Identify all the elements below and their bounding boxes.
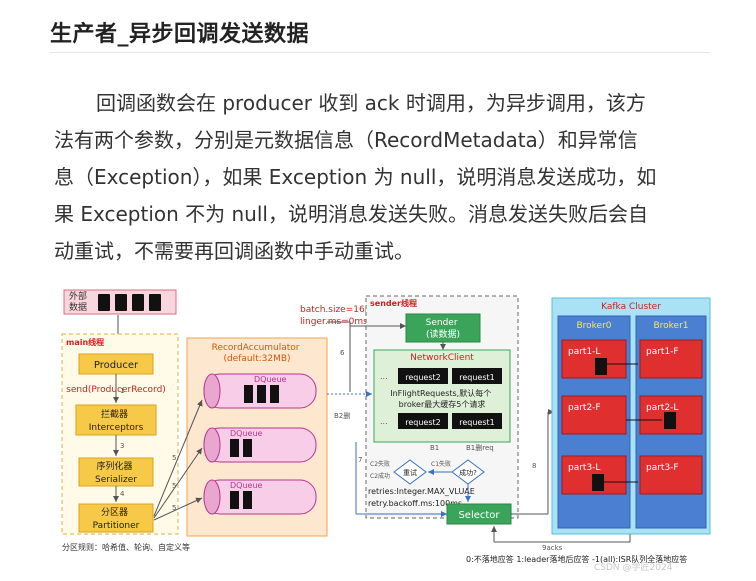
request2-label: request2 <box>405 418 441 427</box>
ellipsis-label: ... <box>380 417 388 426</box>
b2-label: B2删 <box>334 411 350 420</box>
producer-async-diagram: 外部 数据 main线程 Producer send(ProducerRecor… <box>61 289 711 572</box>
request1-label: request1 <box>459 373 495 382</box>
part2-f-label: part2-F <box>568 403 601 413</box>
request1-label: request1 <box>459 418 495 427</box>
step-number: 3 <box>120 442 124 450</box>
part1-f-label: part1-F <box>646 347 679 357</box>
main-thread-label: main线程 <box>66 337 104 347</box>
svg-text:InFlightRequests,默认每个 br: InFlightRequests,默认每个 broker最大缓存5个请求 <box>390 388 494 409</box>
retry-backoff-config: retry.backoff.ms:100ms <box>368 499 462 508</box>
inflight-note: broker最大缓存5个请求 <box>399 399 486 409</box>
partitioner-label: 分区器 Partitioner <box>93 507 140 531</box>
part2-l-label: part2-L <box>646 403 678 413</box>
accumulator-title: RecordAccumulator <box>212 343 300 353</box>
c2-fail-label: C2失败 <box>370 460 390 468</box>
step-number: 5 <box>172 482 176 490</box>
step-number: 5 <box>172 504 176 512</box>
record-accumulator: RecordAccumulator (default:32MB) DQueue … <box>186 337 328 537</box>
broker1-label: Broker1 <box>653 321 688 331</box>
request2-label: request2 <box>405 373 441 382</box>
accumulator-default: (default:32MB) <box>223 354 290 364</box>
retries-config: retries:Integer.MAX_VLUAE <box>368 487 475 496</box>
c2-success-label: C2成功 <box>370 472 390 480</box>
external-data-box: 外部 数据 <box>63 289 177 315</box>
sender-sub-label: (读数据) <box>426 328 460 340</box>
step-number: 7 <box>358 456 362 464</box>
step-number: 6 <box>340 349 345 357</box>
ellipsis-label: ... <box>380 372 388 381</box>
interceptors-label: 拦截器 Interceptors <box>89 408 144 433</box>
batch-size-label: batch.size=16k <box>300 305 371 315</box>
part3-l-label: part3-L <box>568 463 600 473</box>
svg-text:Sender (读数据): Sender (读数据) <box>426 318 461 340</box>
partition-rule-note: 分区规则：哈希值、轮询、自定义等 <box>62 542 190 552</box>
paragraph-line: 法有两个参数，分别是元数据信息（RecordMetadata）和异常信 <box>54 128 638 152</box>
step-number: 5 <box>172 454 176 462</box>
main-thread-box: main线程 Producer send(ProducerRecord) 拦截器… <box>61 333 179 535</box>
dqueue-label: DQueue <box>230 481 263 490</box>
external-data-label: 外部 数据 <box>69 290 90 313</box>
dqueue-label: DQueue <box>230 429 263 438</box>
part1-l-label: part1-L <box>568 347 600 357</box>
page-title: 生产者_异步回调发送数据 <box>50 22 310 47</box>
c1-fail-label: C1失败 <box>431 460 451 468</box>
csdn-watermark: CSDN @学匠2024 <box>594 561 673 572</box>
external-data-line: 数据 <box>69 301 87 313</box>
broker0-label: Broker0 <box>576 321 611 331</box>
paragraph-line: 回调函数会在 producer 收到 ack 时调用，为异步调用，该方 <box>96 91 646 115</box>
sender-thread-box: sender线程 Sender (读数据) NetworkClient ... … <box>365 295 519 519</box>
sender-thread-label: sender线程 <box>370 298 417 308</box>
acks-label: 9acks <box>542 544 563 552</box>
producer-label: Producer <box>94 360 139 371</box>
paragraph-line: 动重试，不需要再回调函数中手动重试。 <box>54 239 414 263</box>
sender-label: Sender <box>426 318 458 328</box>
network-client-label: NetworkClient <box>410 353 474 363</box>
acks-note: 0:不落地应答 1:leader落地后应答 -1(all):ISR队列全落地应答 <box>466 554 687 564</box>
kafka-cluster-label: Kafka Cluster <box>601 302 661 312</box>
svg-text:RecordAccumulator (defau: RecordAccumulator (default:32MB) <box>212 343 303 364</box>
inflight-note: InFlightRequests,默认每个 <box>390 388 491 398</box>
part3-f-label: part3-F <box>646 463 679 473</box>
paragraph-line: 息（Exception），如果 Exception 为 null，说明消息发送成… <box>54 165 657 189</box>
external-data-line: 外部 <box>69 290 87 302</box>
success-check-label: 成功? <box>459 468 477 477</box>
dqueue-label: DQueue <box>254 375 287 384</box>
title-divider <box>50 52 710 53</box>
selector-label: Selector <box>458 510 500 521</box>
b1-req-label: B1删req <box>466 443 494 452</box>
serializer-label: 序列化器 Serializer <box>95 460 137 485</box>
paragraph-line: 果 Exception 不为 null，说明消息发送失败。消息发送失败后会自 <box>54 202 648 226</box>
step-number: 8 <box>532 462 536 470</box>
body-paragraph: 回调函数会在 producer 收到 ack 时调用，为异步调用，该方 法有两个… <box>54 85 724 270</box>
step-number: 4 <box>120 490 125 498</box>
kafka-cluster: Kafka Cluster Broker0 Broker1 part1-L pa… <box>551 297 711 535</box>
b1-label: B1 <box>430 444 439 452</box>
step-number: 1 <box>120 387 124 395</box>
retry-label: 重试 <box>403 468 417 477</box>
